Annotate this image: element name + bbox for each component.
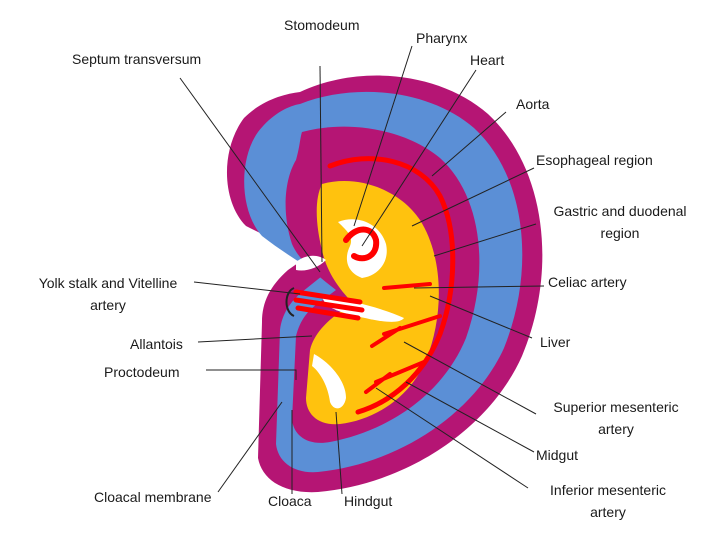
- label-gastric-duodenal-line2: region: [600, 225, 640, 241]
- endoderm-region: [306, 181, 439, 425]
- stomodeum-notch: [296, 255, 326, 271]
- label-superior-mesenteric: Superior mesenteric artery: [534, 396, 698, 440]
- leader-gastric: [433, 223, 537, 257]
- label-hindgut: Hindgut: [344, 493, 393, 509]
- label-yolk-stalk-line2: artery: [90, 297, 126, 313]
- yolk-stalk-bracket: [285, 287, 295, 317]
- leader-lines: [179, 45, 545, 495]
- label-aorta: Aorta: [516, 96, 550, 112]
- label-cloaca: Cloaca: [268, 493, 312, 509]
- arteries: [293, 156, 456, 415]
- gut-lumen-lower: [312, 354, 346, 409]
- label-septum-transversum: Septum transversum: [72, 51, 202, 67]
- label-pharynx: Pharynx: [416, 30, 468, 46]
- leader-pharynx: [353, 45, 413, 227]
- label-inferior-mesenteric-line1: Inferior mesenteric: [550, 482, 666, 498]
- leader-sup-mesenteric: [403, 341, 537, 415]
- leader-allantois: [197, 335, 313, 343]
- label-liver: Liver: [540, 334, 571, 350]
- label-midgut: Midgut: [536, 447, 579, 463]
- label-gastric-duodenal-line1: Gastric and duodenal: [553, 203, 687, 219]
- leader-heart: [361, 69, 477, 247]
- leader-liver: [429, 295, 533, 339]
- celiac-vessel: [382, 282, 432, 290]
- label-yolk-stalk-line1: Yolk stalk and Vitelline: [38, 275, 178, 291]
- label-esophageal-region: Esophageal region: [536, 152, 653, 168]
- leader-celiac: [413, 285, 545, 289]
- label-inferior-mesenteric-line2: artery: [590, 504, 626, 520]
- label-proctodeum: Proctodeum: [104, 364, 180, 380]
- aorta-vessel: [327, 156, 456, 415]
- label-cloacal-membrane: Cloacal membrane: [94, 489, 212, 505]
- label-stomodeum: Stomodeum: [284, 17, 360, 33]
- vitelline-vessel: [293, 289, 365, 321]
- label-gastric-duodenal: Gastric and duodenal region: [536, 200, 704, 244]
- leader-aorta: [431, 111, 507, 177]
- label-allantois: Allantois: [130, 336, 183, 352]
- heart-vessel: [343, 226, 380, 262]
- leader-yolk: [193, 281, 301, 295]
- inf-mesenteric-vessel: [364, 360, 426, 394]
- leader-midgut: [405, 381, 535, 453]
- leader-hindgut: [335, 411, 343, 495]
- leader-stomodeum: [319, 65, 323, 263]
- leader-proctodeum: [206, 369, 297, 380]
- label-heart: Heart: [470, 52, 505, 68]
- sup-mesenteric-vessel: [370, 314, 442, 348]
- leader-cloacal: [217, 401, 283, 493]
- label-inferior-mesenteric: Inferior mesenteric artery: [530, 479, 686, 523]
- label-celiac-artery: Celiac artery: [548, 274, 627, 290]
- leader-septum: [179, 77, 321, 273]
- leader-esophageal: [411, 167, 535, 227]
- label-yolk-stalk: Yolk stalk and Vitelline artery: [20, 272, 196, 316]
- label-superior-mesenteric-line2: artery: [598, 421, 634, 437]
- leader-inf-mesenteric: [375, 387, 529, 489]
- label-superior-mesenteric-line1: Superior mesenteric: [553, 399, 679, 415]
